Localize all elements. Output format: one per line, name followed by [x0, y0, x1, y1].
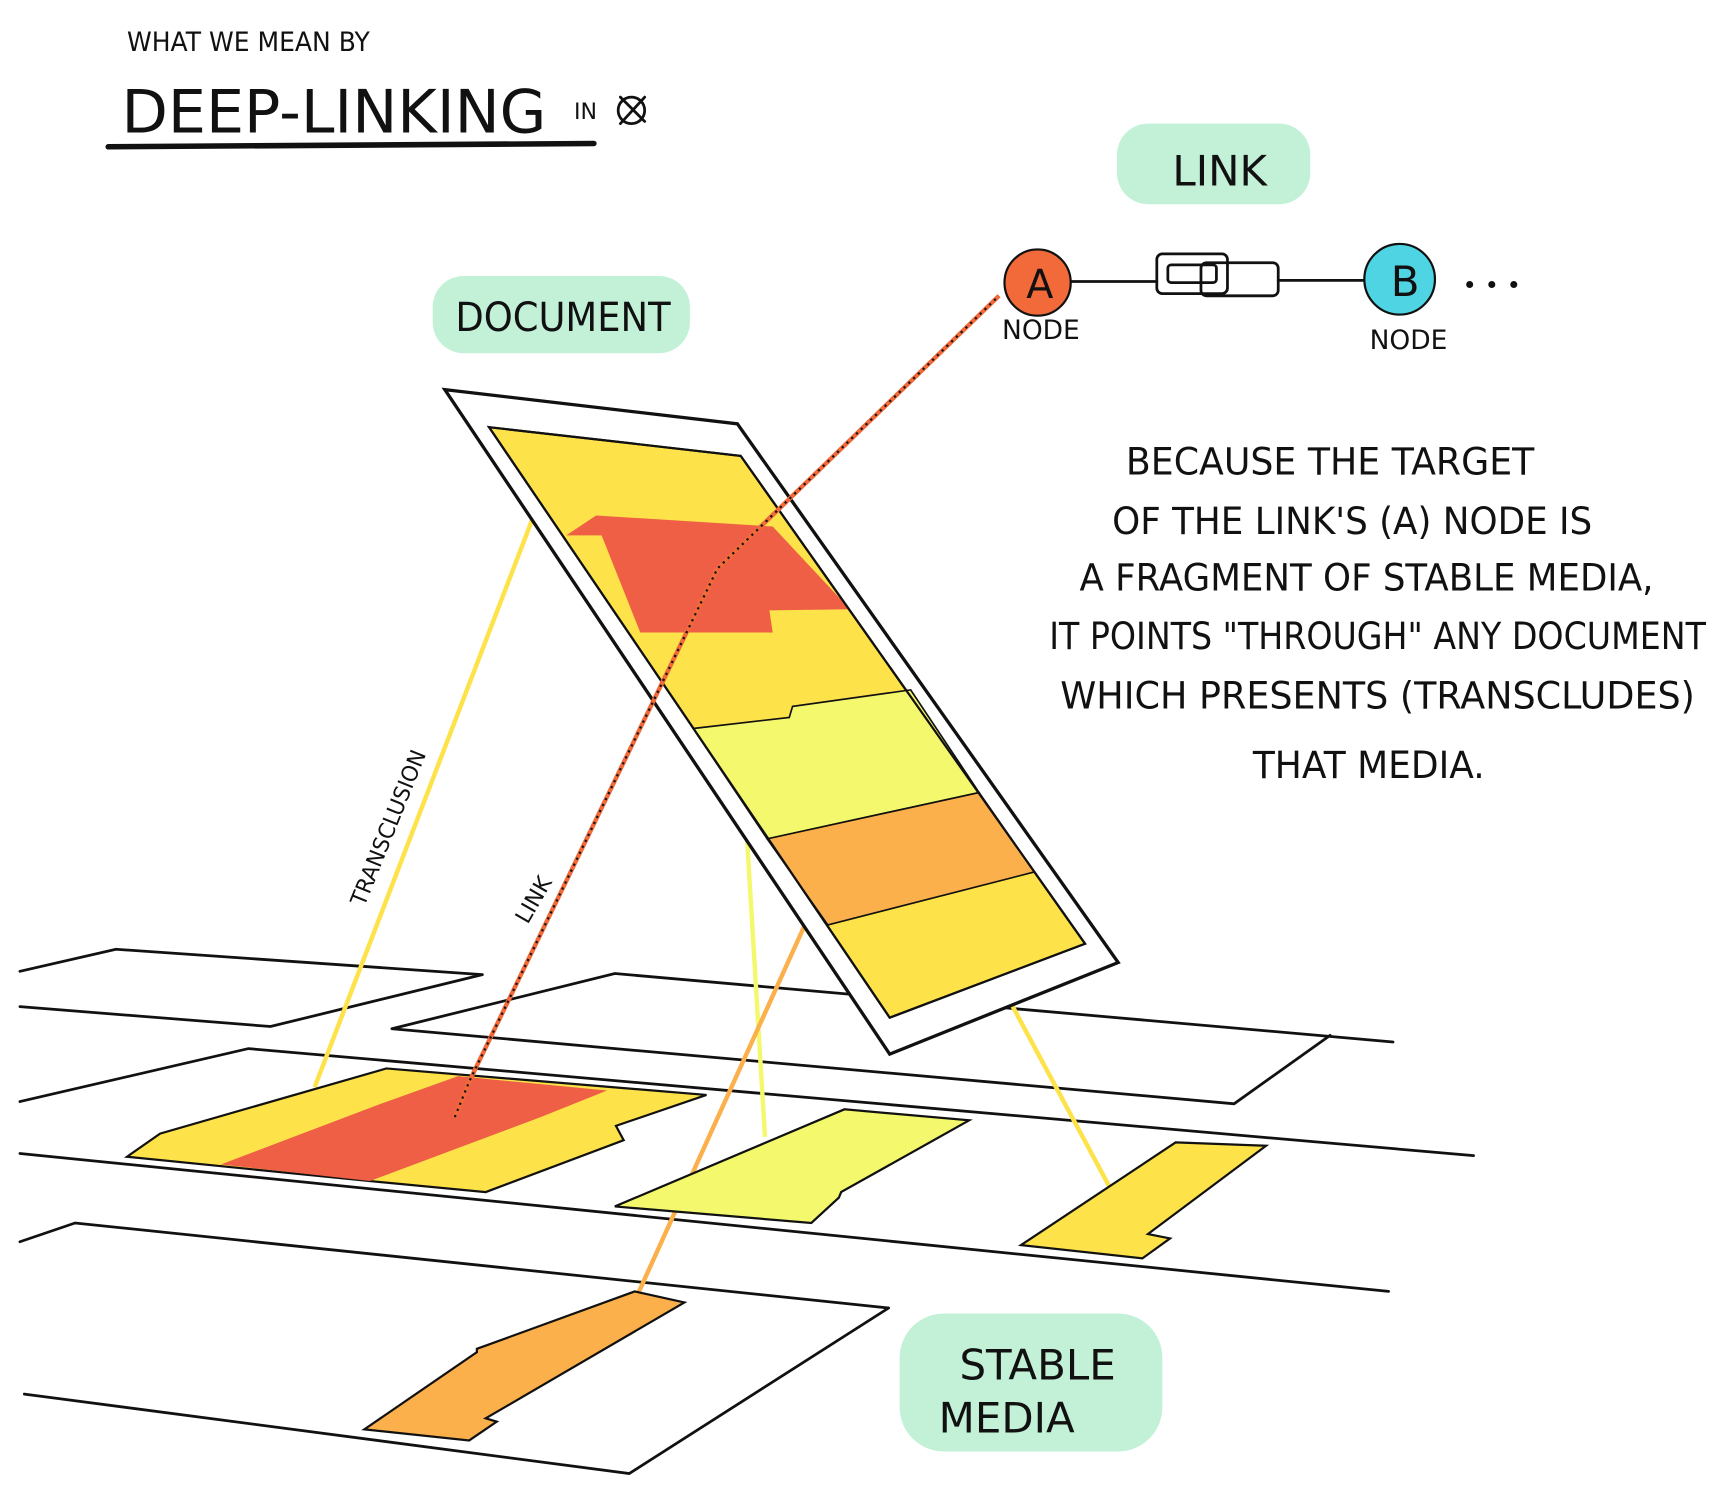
stable-media-fragment-1 [123, 1067, 707, 1194]
document-sheet [441, 387, 1121, 1057]
link-badge: LINK [1117, 123, 1311, 205]
link-connector [1069, 278, 1368, 283]
logo-icon [616, 95, 647, 126]
svg-text:THAT MEDIA.: THAT MEDIA. [1252, 743, 1485, 787]
transclusion-label: TRANSCLUSION [346, 747, 432, 911]
title-underline [105, 140, 597, 150]
stable-media-fragment-2 [614, 1108, 973, 1225]
svg-text:B: B [1391, 257, 1420, 306]
document-red-fragment [566, 515, 850, 633]
stable-media-fragment-4 [361, 1290, 688, 1442]
chain-icon [1155, 252, 1280, 298]
svg-text:WHICH PRESENTS (TRANSCLUDES): WHICH PRESENTS (TRANSCLUDES) [1060, 674, 1695, 718]
node-b: B [1363, 242, 1437, 316]
node-b-caption: NODE [1370, 325, 1448, 356]
node-a-caption: NODE [1002, 315, 1080, 346]
svg-text:A FRAGMENT OF STABLE MEDIA,: A FRAGMENT OF STABLE MEDIA, [1080, 556, 1654, 600]
document-badge: DOCUMENT [432, 275, 690, 354]
svg-text:LINK: LINK [1172, 146, 1268, 195]
title-kicker: WHAT WE MEAN BY [127, 27, 371, 58]
svg-text:A: A [1026, 262, 1053, 308]
svg-text:OF THE LINK'S (A) NODE IS: OF THE LINK'S (A) NODE IS [1112, 499, 1592, 543]
svg-text:IT POINTS "THROUGH" ANY DOCUME: IT POINTS "THROUGH" ANY DOCUMENT [1049, 614, 1707, 658]
node-a: A [1003, 248, 1072, 317]
link-line-label: LINK [511, 872, 558, 928]
more-nodes-ellipsis: • • • [1463, 271, 1521, 300]
svg-text:BECAUSE THE TARGET: BECAUSE THE TARGET [1126, 440, 1535, 484]
title-suffix: IN [574, 100, 597, 125]
svg-text:DOCUMENT: DOCUMENT [455, 295, 671, 341]
svg-text:MEDIA: MEDIA [939, 1394, 1075, 1443]
stable-media-badge: STABLE MEDIA [899, 1313, 1163, 1452]
explanation-text: BECAUSE THE TARGET OF THE LINK'S (A) NOD… [1049, 440, 1707, 788]
svg-text:STABLE: STABLE [959, 1341, 1115, 1390]
transclusion-lines [312, 504, 1112, 1295]
deep-link-line [452, 294, 1001, 1118]
title-main: DEEP-LINKING [121, 78, 546, 147]
stable-media-fragment-3 [1017, 1141, 1270, 1260]
